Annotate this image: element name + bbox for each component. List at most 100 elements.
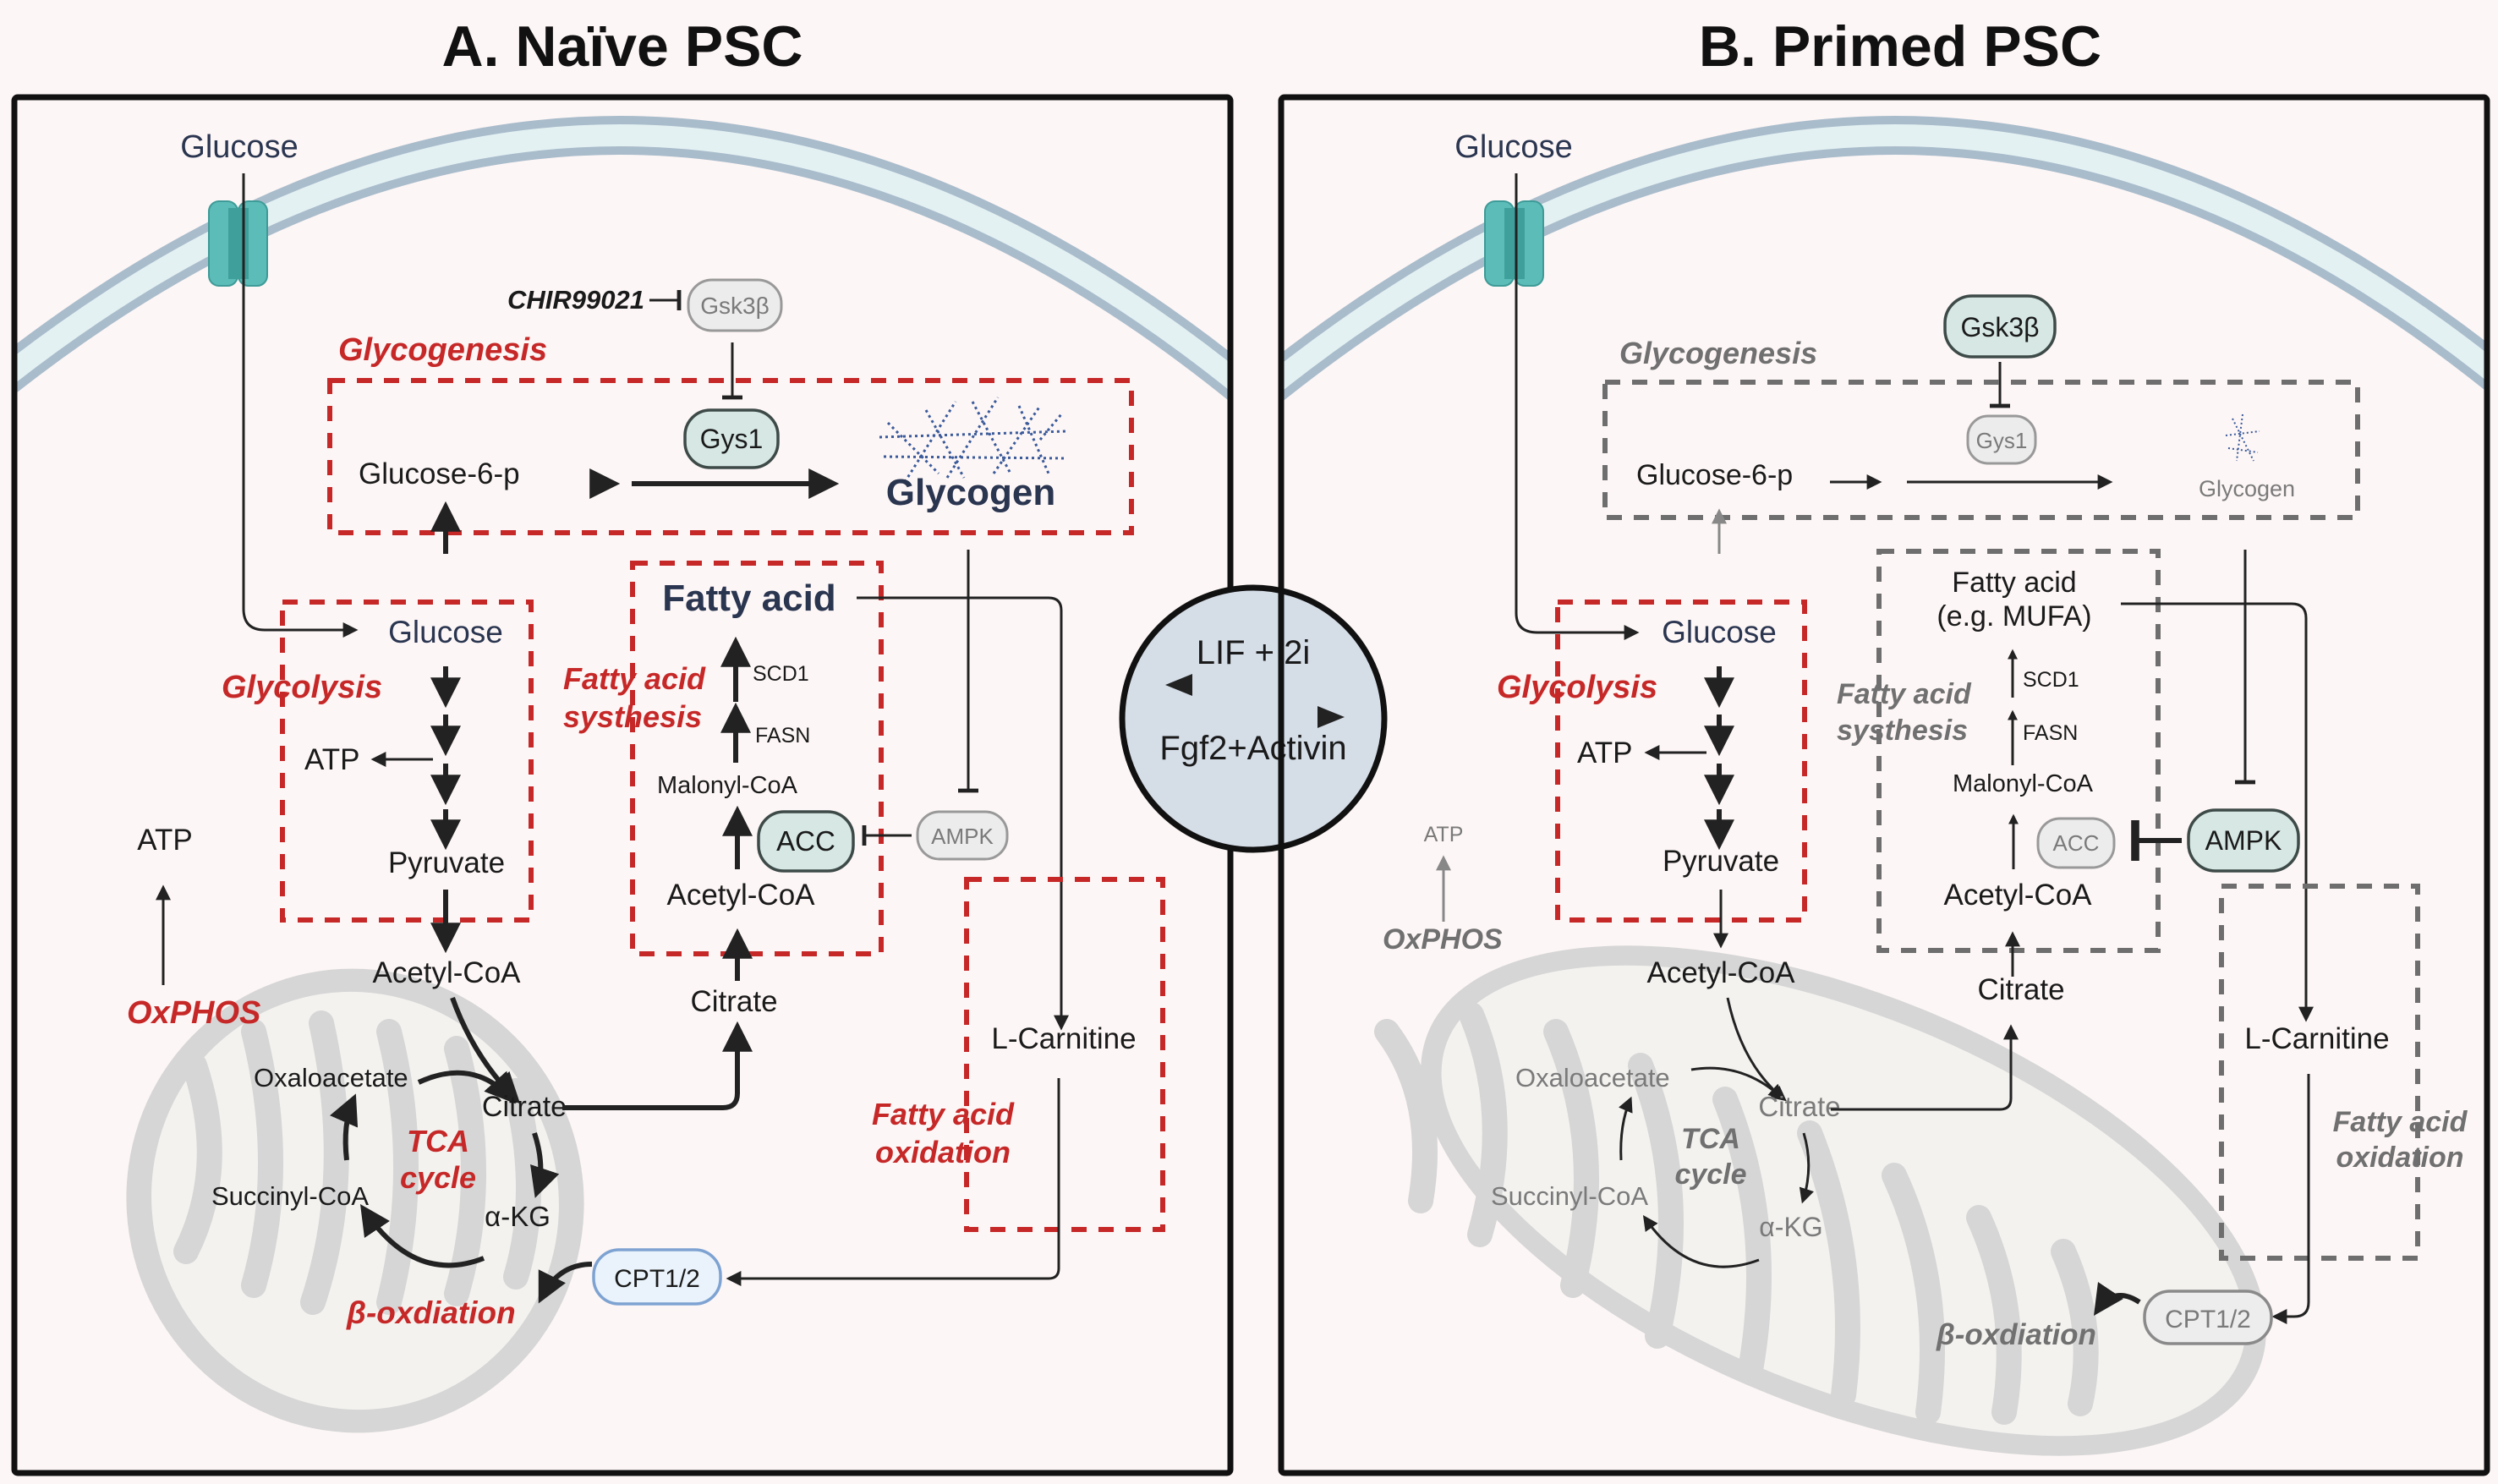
carnitine-to-cpt-arrow: [2271, 1074, 2310, 1324]
acc-label: ACC: [2053, 830, 2100, 856]
succinyl-coa-label: Succinyl-CoA: [1491, 1181, 1648, 1211]
cpt-to-betaox-arrow: [538, 1262, 593, 1304]
glycogenesis-box: [327, 378, 1134, 535]
glycogen-label: Glycogen: [886, 472, 1056, 513]
mitochondrion-icon: [126, 968, 584, 1433]
citrate-cyto-label: Citrate: [1977, 973, 2064, 1006]
acc-node: [757, 810, 855, 873]
oxaloacetate-label: Oxaloacetate: [254, 1063, 408, 1092]
glycolysis-box: [280, 600, 534, 923]
fasn-label: FASN: [755, 724, 810, 747]
glycogen-label: Glycogen: [2199, 476, 2295, 501]
fatty-acid-label: Fatty acid: [662, 578, 835, 619]
akg-label: α-KG: [1759, 1212, 1822, 1242]
acetyl-coa-fas: Acetyl-CoA: [1943, 879, 2092, 912]
chir99021-label: CHIR99021: [507, 285, 644, 315]
tca-label-1: TCA: [1681, 1123, 1740, 1155]
succinylcoa-to-oxaloacetate-arrow: [330, 1093, 359, 1161]
panel-b-cell: [1281, 116, 2487, 1456]
glucose-6-p: Glucose-6-p: [1636, 459, 1793, 491]
cpt-node: [592, 1248, 722, 1306]
fas-label-2: systhesis: [1837, 715, 1968, 747]
glucose-uptake-arrow: [1515, 173, 1640, 640]
cpt-label: CPT1/2: [2165, 1306, 2251, 1333]
oxphos-label: OxPHOS: [127, 995, 260, 1031]
fattyacid-to-carnitine-arrow: [2121, 602, 2314, 1022]
l-carnitine-label: L-Carnitine: [991, 1022, 1136, 1055]
scd1-label: SCD1: [753, 662, 809, 686]
fao-label-2: oxidation: [2336, 1142, 2463, 1174]
akg-to-succinylcoa-arrow: [1642, 1215, 1760, 1268]
glucose-intracellular: Glucose: [388, 615, 503, 649]
tca-label-1: TCA: [407, 1124, 469, 1158]
gys1-label: Gys1: [1976, 428, 2028, 453]
fao-label-1: Fatty acid: [2333, 1106, 2468, 1138]
glycogenesis-box: [1602, 380, 2360, 520]
cpt-to-betaox-arrow: [2094, 1282, 2141, 1316]
succinylcoa-to-oxaloacetate-arrow: [1619, 1096, 1633, 1161]
glucose-intracellular: Glucose: [1662, 615, 1777, 649]
acetyl-coa-fas: Acetyl-CoA: [666, 879, 815, 912]
glucose-extracellular: Glucose: [1454, 129, 1572, 165]
succinyl-coa-label: Succinyl-CoA: [211, 1181, 369, 1211]
atp-glycolysis: ATP: [304, 743, 359, 776]
citrate-export-arrow: [562, 1021, 753, 1110]
beta-oxidation-label: β-oxdiation: [1936, 1318, 2096, 1351]
ampk-label: AMPK: [931, 824, 994, 849]
glycogen-granule-icon: [879, 397, 1066, 483]
oxaloacetate-to-citrate-arrow: [1690, 1066, 1784, 1100]
gsk3b-node: [1943, 294, 2057, 359]
fatty-acid-synthesis-box: [1876, 549, 2161, 953]
panel-a-title: A. Naïve PSC: [441, 14, 803, 79]
gys1-label: Gys1: [700, 424, 764, 454]
glucose-extracellular: Glucose: [180, 129, 298, 165]
gys1-node: [683, 408, 780, 469]
atp-glycolysis: ATP: [1577, 737, 1632, 769]
glycolysis-box: [1555, 600, 1807, 923]
citrate-export-arrow: [1831, 1024, 2019, 1111]
ampk-node: [916, 810, 1009, 861]
fao-label-1: Fatty acid: [872, 1097, 1015, 1131]
ampk-label: AMPK: [2205, 825, 2282, 856]
glucose-transporter-icon: [208, 200, 268, 287]
acc-label: ACC: [776, 825, 835, 857]
glycolysis-label: Glycolysis: [222, 670, 382, 705]
glycolysis-label: Glycolysis: [1497, 670, 1657, 705]
pyruvate-label: Pyruvate: [1663, 845, 1779, 878]
oxaloacetate-to-citrate-arrow: [417, 1070, 516, 1104]
fas-label-2: systhesis: [563, 699, 702, 734]
panel-a-cell: [14, 116, 1230, 1433]
fasn-label: FASN: [2023, 721, 2078, 745]
ampk-node: [2187, 808, 2300, 873]
glucose-uptake-arrow: [242, 173, 359, 638]
cpt-label: CPT1/2: [614, 1265, 700, 1293]
acetyl-coa-mito: Acetyl-CoA: [372, 956, 521, 989]
gsk3b-label: Gsk3β: [1960, 312, 2039, 342]
malonyl-coa-label: Malonyl-CoA: [657, 772, 798, 799]
citrate-to-akg-arrow: [1799, 1132, 1815, 1204]
atp-oxphos: ATP: [137, 824, 192, 857]
oxphos-label: OxPHOS: [1383, 923, 1503, 956]
lif-2i-label: LIF + 2i: [1197, 634, 1311, 671]
citrate-mito-label: Citrate: [1758, 1091, 1840, 1122]
gsk3b-label: Gsk3β: [700, 293, 769, 319]
cpt-node: [2143, 1290, 2273, 1345]
oxaloacetate-label: Oxaloacetate: [1515, 1063, 1670, 1092]
carnitine-to-cpt-arrow: [726, 1078, 1060, 1286]
beta-oxidation-label: β-oxdiation: [346, 1295, 516, 1330]
fas-label-1: Fatty acid: [1837, 678, 1972, 710]
scd1-label: SCD1: [2023, 668, 2079, 692]
citrate-mito-label: Citrate: [482, 1091, 567, 1123]
fatty-acid-oxidation-box: [2219, 884, 2420, 1261]
citrate-to-akg-arrow: [530, 1132, 560, 1198]
fgf2-activin-label: Fgf2+Activin: [1159, 730, 1346, 767]
glycogenesis-label: Glycogenesis: [338, 332, 547, 368]
glucose-6-p: Glucose-6-p: [359, 457, 520, 490]
glycogenesis-label: Glycogenesis: [1619, 336, 1817, 370]
citrate-cyto-label: Citrate: [690, 985, 777, 1018]
malonyl-coa-label: Malonyl-CoA: [1953, 770, 2094, 797]
panel-b-frame: [1278, 94, 2490, 1476]
glucose-transporter-icon: [1484, 200, 1544, 287]
fatty-acid-synthesis-box: [630, 561, 884, 956]
akg-label: α-KG: [485, 1201, 551, 1232]
